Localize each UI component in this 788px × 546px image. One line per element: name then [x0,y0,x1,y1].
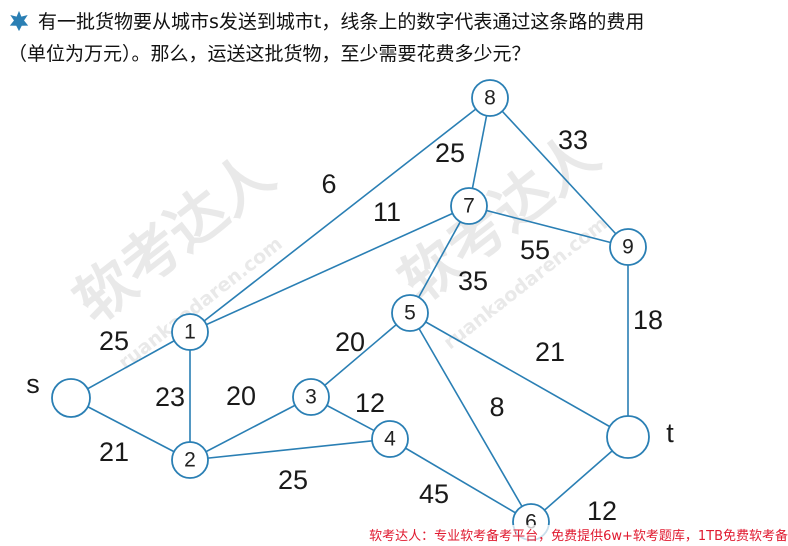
edge-weight-7-9: 55 [520,235,550,265]
node-3 [292,378,330,416]
node-label-6: 6 [525,511,537,534]
edge-3-5 [310,312,411,398]
node-2 [171,441,209,479]
node-label-s: s [26,369,40,399]
node-label-8: 8 [484,87,496,110]
edge-weight-s-1: 25 [99,326,129,356]
edge-weight-6-t: 12 [587,496,617,526]
question-line-1-text: 有一批货物要从城市s发送到城市t，线条上的数字代表通过这条路的费用 [38,11,645,33]
node-1 [171,313,209,351]
node-5 [391,294,429,332]
edge-weight-s-2: 21 [99,437,129,467]
node-label-1: 1 [184,321,196,344]
edge-weight-8-9: 33 [558,125,588,155]
node-7 [450,187,488,225]
edge-7-9 [468,205,629,248]
edge-s-1 [70,331,191,399]
node-label-2: 2 [184,449,196,472]
node-label-3: 3 [305,386,317,409]
edge-5-6 [409,312,532,523]
edge-weight-2-4: 25 [278,465,308,495]
footer-banner: 软考达人：专业软考备考平台，免费提供6w+软考题库，1TB免费软考备 [365,525,788,544]
question-line-1: 有一批货物要从城市s发送到城市t，线条上的数字代表通过这条路的费用 [8,6,778,38]
edge-weight-9-t: 18 [633,305,663,335]
edge-8-9 [489,97,629,248]
star-icon [9,10,29,32]
node-label-7: 7 [463,195,475,218]
edge-weight-1-8: 6 [321,169,336,199]
edge-4-6 [389,438,532,523]
node-label-t: t [666,418,674,448]
question-line-2: （单位为万元）。那么，运送这批货物，至少需要花费多少元？ [8,43,531,65]
question-text: 有一批货物要从城市s发送到城市t，线条上的数字代表通过这条路的费用 （单位为万元… [8,6,778,70]
node-8 [471,79,509,117]
edge-s-2 [70,397,191,461]
node-4 [371,420,409,458]
edge-2-4 [189,438,391,461]
edge-1-8 [189,97,491,333]
node-label-9: 9 [622,236,634,259]
edge-weight-8-7: 25 [435,138,465,168]
edge-weight-5-7: 35 [458,266,488,296]
node-label-5: 5 [404,302,416,325]
edge-weight-3-4: 12 [355,388,385,418]
edge-weight-1-2: 23 [155,382,185,412]
watermark-logo-text: 软考达人 [62,140,287,336]
edge-1-7 [189,205,470,333]
node-label-4: 4 [384,428,396,451]
edge-weight-5-6: 8 [489,392,504,422]
edge-2-3 [189,396,312,461]
node-s [51,378,91,418]
edge-weight-3-5: 20 [335,327,365,357]
edge-weight-1-7: 11 [373,197,401,227]
edge-weight-5-t: 21 [535,337,565,367]
node-9 [609,228,647,266]
edge-5-7 [409,205,470,314]
node-t [606,415,650,459]
edge-weight-2-3: 20 [226,381,256,411]
edge-weight-4-6: 45 [419,479,449,509]
edge-5-t [409,312,629,438]
